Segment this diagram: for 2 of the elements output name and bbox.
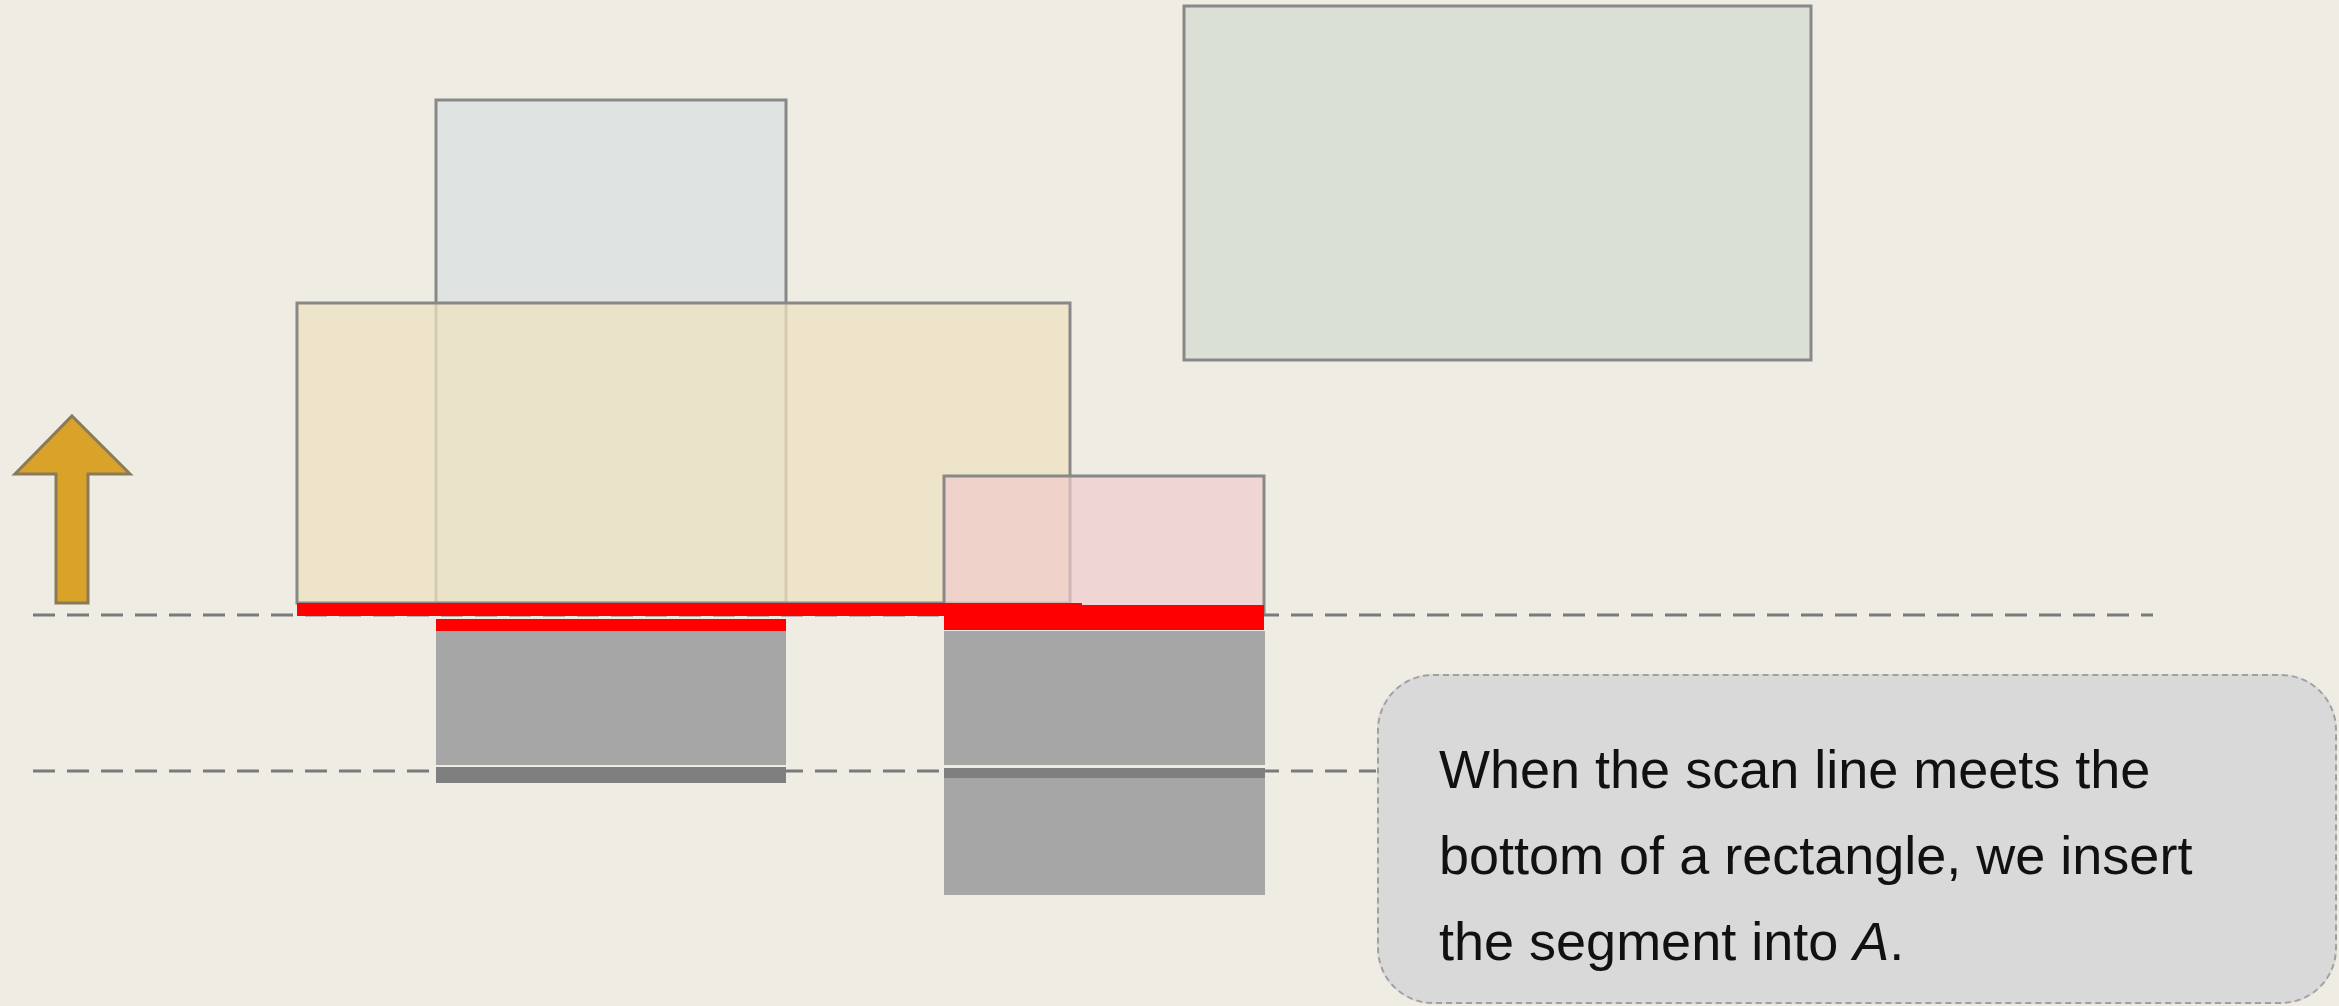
note-card xyxy=(1377,674,2337,1004)
note-text: When the scan line meets the bottom of a rectangle, we insert the segment into A. xyxy=(1439,738,2194,973)
